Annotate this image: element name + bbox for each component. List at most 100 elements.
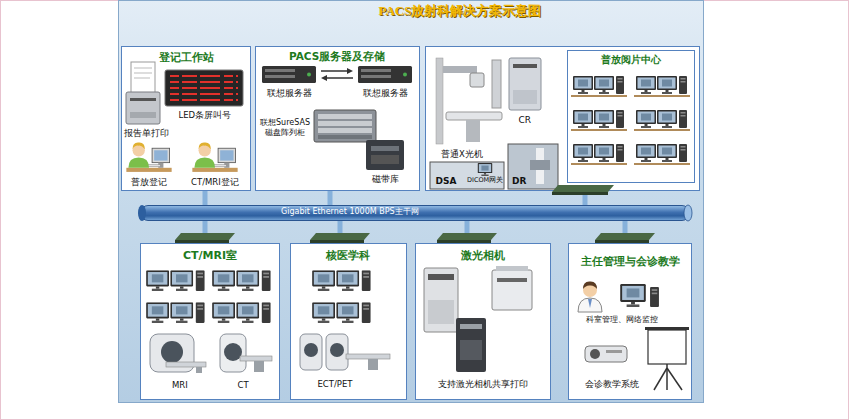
box-label: 联想SureSAS 磁盘阵列柜 [258, 118, 312, 137]
report-printer [126, 62, 160, 124]
box-label: ECT/PET [318, 379, 353, 389]
server-part [262, 66, 316, 83]
projection-screen-part [648, 330, 686, 364]
network-switch-part [552, 185, 614, 192]
xray-machine-part [443, 66, 477, 73]
box-label: DR [512, 176, 526, 187]
network-switch-part [175, 240, 229, 243]
projection-screen [645, 327, 689, 390]
reading-workstations-part [571, 95, 627, 97]
network-switch-part [595, 233, 655, 240]
network-switch-part [310, 240, 364, 243]
cr-reader [509, 58, 541, 110]
laser-printer-part [428, 274, 454, 280]
disk-array-part [318, 121, 372, 126]
projector-part [606, 350, 622, 353]
backbone-caps [138, 205, 692, 221]
box-heading: 登记工作站 [159, 51, 214, 64]
ect-pet-scanner-part [300, 334, 322, 370]
report-printer-part [126, 92, 160, 124]
laser-printer [424, 268, 458, 332]
nuclear-workstations-part [312, 270, 371, 291]
dr-photo [508, 144, 558, 189]
server-part [265, 75, 295, 78]
box-heading: 普放阅片中心 [601, 54, 661, 66]
laser-printer-part [456, 318, 486, 372]
reading-workstations [571, 76, 690, 165]
reading-workstations-part [636, 76, 687, 94]
dr-photo-part [508, 144, 558, 189]
reading-workstations-part [571, 129, 627, 131]
box-label: DSA [436, 176, 457, 187]
mri-scanner-part [161, 341, 183, 363]
laser-printer [492, 266, 532, 310]
tape-library-part [371, 146, 399, 151]
doctor-figure [578, 281, 602, 312]
backbone-caps-part [684, 205, 692, 221]
xray-machine [436, 58, 502, 144]
box-label: CT/MRI登记 [191, 177, 239, 187]
box-heading: CT/MRI室 [183, 249, 237, 262]
dr-photo-part [536, 148, 544, 184]
network-switch-part [310, 233, 370, 240]
reading-workstations-part [634, 163, 690, 165]
network-switch [310, 233, 370, 243]
tape-library-part [366, 140, 404, 170]
sync-arrows-part [347, 68, 353, 74]
diagram-title: PACS放射科解决方案示意图 [379, 3, 542, 19]
laser-printer [456, 318, 486, 372]
projector-part [585, 346, 627, 362]
dsa-photo-part [478, 163, 492, 176]
ct-scanner-part [254, 361, 264, 372]
disk-array [314, 110, 376, 142]
report-printer-part [134, 68, 152, 69]
server [358, 66, 412, 83]
laser-printer-part [428, 300, 454, 324]
ctmri-workstations [146, 270, 271, 323]
sync-arrows-part [325, 77, 353, 79]
ect-pet-scanner-part [346, 354, 390, 359]
process-box: 激光相机支持激光相机共享打印 [415, 243, 551, 400]
process-box: CT/MRI室MRICT [140, 243, 280, 400]
reading-workstations-part [636, 110, 687, 128]
network-switch-part [437, 240, 491, 243]
projector [585, 346, 627, 362]
reading-workstations-part [634, 95, 690, 97]
projection-screen-part [654, 368, 667, 390]
led-screen-part [165, 70, 243, 106]
cr-reader-part [513, 90, 537, 104]
box-label: LED条屏叫号 [179, 110, 232, 120]
report-printer-part [134, 73, 152, 74]
ect-pet-scanner [300, 334, 390, 370]
doctor-figure-part [578, 298, 602, 312]
box-label: DICOM网关 [467, 177, 503, 185]
server-part [403, 73, 407, 77]
projector-part [590, 349, 600, 359]
doctor-figure-part [588, 299, 592, 308]
box-label: 支持激光相机共享打印 [438, 379, 528, 389]
network-switch [175, 233, 235, 243]
network-band: Gigabit Ethernet 1000M BPS主干网 [140, 205, 690, 221]
server [262, 66, 316, 83]
led-screen-part [170, 76, 238, 100]
doctor-figure-part [583, 283, 597, 297]
reading-workstations-part [573, 144, 624, 162]
network-link [328, 191, 333, 205]
box-heading: 激光相机 [461, 249, 505, 262]
management-pc-part [620, 284, 646, 307]
report-printer-part [130, 112, 156, 118]
ct-scanner-part [224, 343, 242, 361]
reading-workstations-part [636, 144, 687, 162]
box-label: 普通X光机 [441, 149, 483, 159]
disk-array-part [314, 110, 376, 142]
backbone-caps-part [138, 205, 146, 221]
reading-workstations-part [573, 110, 624, 128]
dr-photo-part [530, 160, 550, 170]
process-box: PACS服务器及存储联想服务器联想服务器联想SureSAS 磁盘阵列柜磁带库 [255, 46, 420, 191]
box-heading: 主任管理与会诊教学 [581, 255, 680, 268]
disk-array-part [318, 114, 372, 119]
report-printer-part [131, 62, 155, 94]
projection-screen-part [666, 364, 668, 390]
